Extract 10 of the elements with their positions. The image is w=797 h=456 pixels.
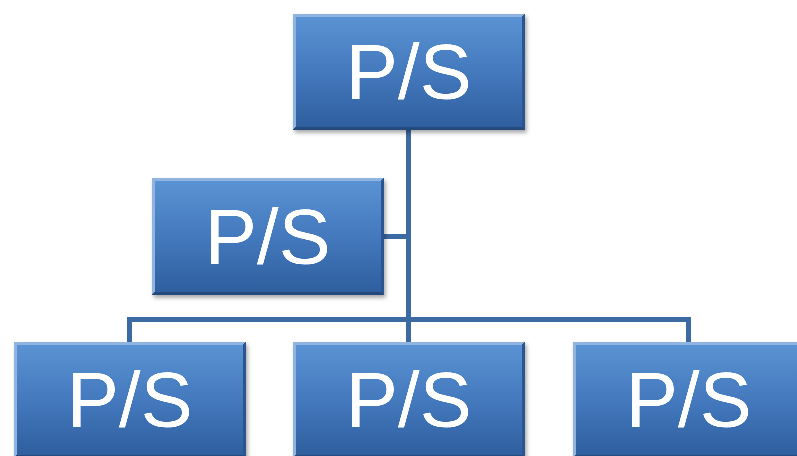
role-box [293,342,525,456]
role-box [14,342,246,456]
box-label: P/S [346,361,472,439]
box-label: P/S [346,33,472,111]
role-box [573,342,797,456]
role-box [293,14,525,130]
role-box [152,178,384,295]
box-label: P/S [205,198,331,276]
box-label: P/S [67,361,193,439]
box-label: P/S [626,361,752,439]
